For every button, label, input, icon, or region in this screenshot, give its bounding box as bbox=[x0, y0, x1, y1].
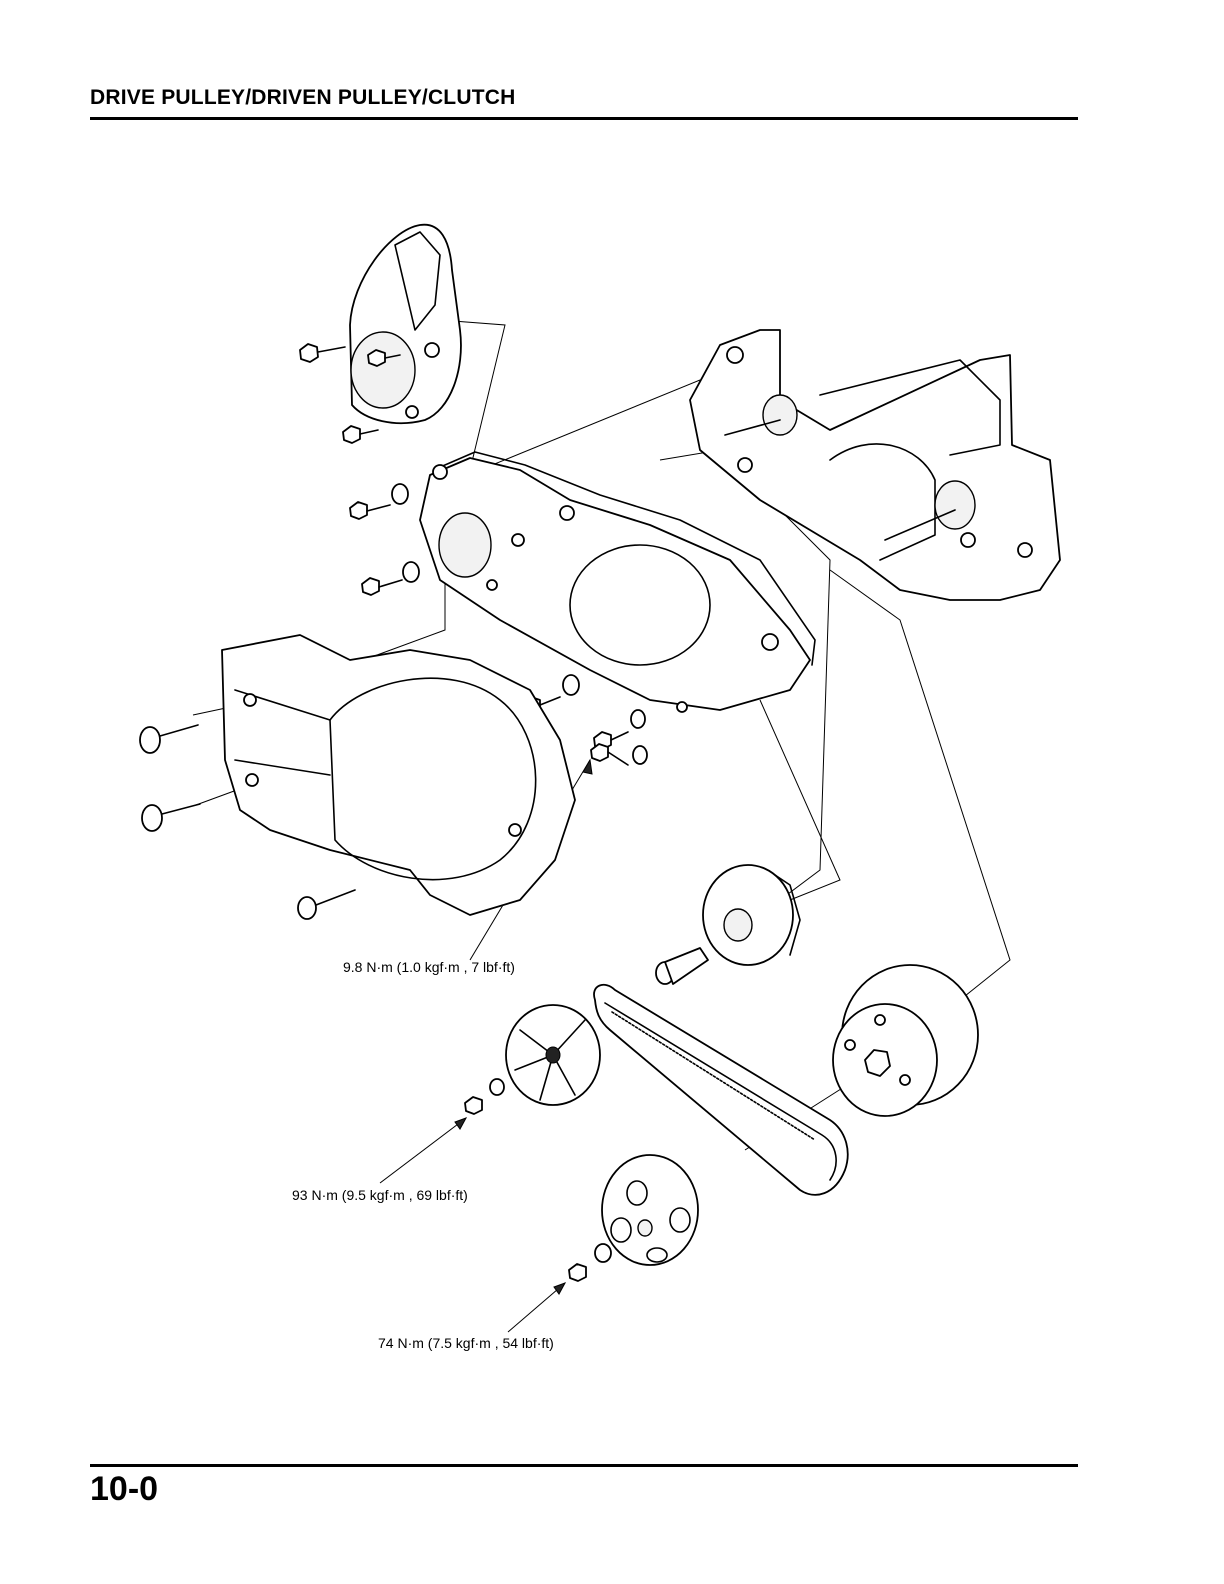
crankcase bbox=[690, 330, 1060, 600]
footer-rule bbox=[90, 1464, 1078, 1467]
clutch-outer bbox=[569, 1155, 698, 1281]
torque-spec-cover-bolt: 9.8 N·m (1.0 kgf·m , 7 lbf·ft) bbox=[343, 959, 515, 975]
drive-pulley-face bbox=[465, 1005, 600, 1114]
outer-cover bbox=[222, 635, 575, 915]
upper-cover bbox=[350, 225, 461, 423]
collar bbox=[656, 948, 708, 984]
clutch-assembly bbox=[833, 965, 978, 1116]
torque-spec-clutch-outer-nut: 74 N·m (7.5 kgf·m , 54 lbf·ft) bbox=[378, 1335, 554, 1351]
page-number: 10-0 bbox=[90, 1470, 158, 1509]
drive-face bbox=[703, 865, 800, 965]
torque-spec-drive-pulley-nut: 93 N·m (9.5 kgf·m , 69 lbf·ft) bbox=[292, 1187, 468, 1203]
